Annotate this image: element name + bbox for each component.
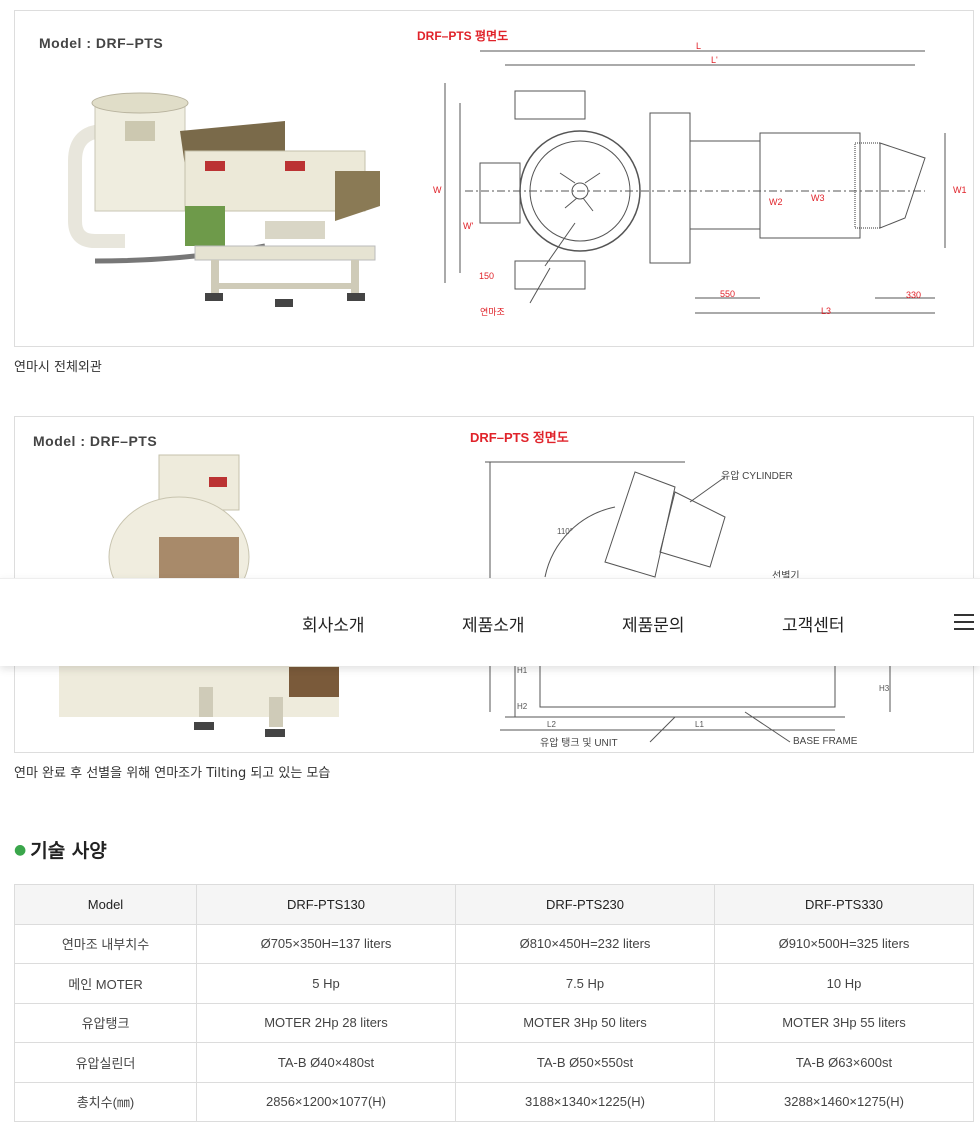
- dim-550: 550: [720, 289, 735, 299]
- table-row: 유압탱크 MOTER 2Hp 28 liters MOTER 3Hp 50 li…: [14, 1002, 974, 1043]
- table-cell: 7.5 Hp: [455, 963, 715, 1004]
- caption-tilting: 연마 완료 후 선별을 위해 연마조가 Tilting 되고 있는 모습: [14, 766, 331, 781]
- nav-item-support[interactable]: 고객센터: [782, 616, 845, 636]
- table-cell: 10 Hp: [714, 963, 974, 1004]
- dim-L2: L2: [547, 720, 556, 729]
- dim-L1: L1: [695, 720, 704, 729]
- table-cell: Ø910×500H=325 liters: [714, 923, 974, 964]
- row-label: 메인 MOTER: [14, 963, 197, 1004]
- dim-H2: H2: [517, 702, 528, 711]
- dim-150: 150: [479, 271, 494, 281]
- spec-table: Model DRF-PTS130 DRF-PTS230 DRF-PTS330 연…: [14, 884, 974, 1122]
- unit-label: 유압 탱크 및 UNIT: [540, 736, 618, 749]
- table-row: 유압실린더 TA-B Ø40×480st TA-B Ø50×550st TA-B…: [14, 1042, 974, 1083]
- dim-W1: W1: [953, 185, 967, 195]
- drawing-title: DRF–PTS 평면도: [417, 29, 509, 43]
- table-cell: MOTER 3Hp 50 liters: [455, 1002, 715, 1043]
- table-cell: 3288×1460×1275(H): [714, 1081, 974, 1122]
- dim-H3: H3: [879, 684, 890, 693]
- section-title: ●기술 사양: [14, 840, 107, 862]
- row-label: 유압탱크: [14, 1002, 197, 1043]
- row-label: 연마조 내부치수: [14, 923, 197, 964]
- front-drawing: 유압 CYLINDER 선별기 110° 유압 탱크 및 UNIT BASE F…: [485, 461, 891, 749]
- table-cell: MOTER 2Hp 28 liters: [196, 1002, 456, 1043]
- caption-exterior: 연마시 전체외관: [14, 360, 102, 375]
- table-cell: TA-B Ø40×480st: [196, 1042, 456, 1083]
- cylinder-label: 유압 CYLINDER: [721, 469, 793, 482]
- table-cell: TA-B Ø63×600st: [714, 1042, 974, 1083]
- dim-W-prime: W': [463, 221, 473, 231]
- dim-L3: L3: [821, 306, 831, 316]
- model-label: Model : DRF–PTS: [39, 35, 164, 51]
- machine-photo: [68, 92, 380, 307]
- model-label: Model : DRF–PTS: [33, 433, 158, 449]
- drawing-title: DRF–PTS 정면도: [470, 430, 569, 445]
- table-header-row: Model DRF-PTS130 DRF-PTS230 DRF-PTS330: [14, 884, 974, 925]
- hamburger-menu-icon[interactable]: [954, 614, 974, 630]
- table-cell: Ø705×350H=137 liters: [196, 923, 456, 964]
- header-cell: DRF-PTS330: [714, 884, 974, 925]
- row-label: 유압실린더: [14, 1042, 197, 1083]
- table-cell: MOTER 3Hp 55 liters: [714, 1002, 974, 1043]
- nav-item-products[interactable]: 제품소개: [462, 616, 525, 636]
- table-row: 메인 MOTER 5 Hp 7.5 Hp 10 Hp: [14, 963, 974, 1004]
- bullet-icon: ●: [14, 842, 27, 858]
- dim-330: 330: [906, 290, 921, 300]
- main-nav: 회사소개 제품소개 제품문의 고객센터: [0, 578, 980, 666]
- table-cell: Ø810×450H=232 liters: [455, 923, 715, 964]
- header-cell: Model: [14, 884, 197, 925]
- header-cell: DRF-PTS130: [196, 884, 456, 925]
- dim-L: L: [696, 41, 701, 51]
- dim-W3: W3: [811, 193, 825, 203]
- dim-L-prime: L': [711, 55, 718, 65]
- table-cell: TA-B Ø50×550st: [455, 1042, 715, 1083]
- angle-label: 110°: [557, 527, 573, 536]
- header-cell: DRF-PTS230: [455, 884, 715, 925]
- table-row: 연마조 내부치수 Ø705×350H=137 liters Ø810×450H=…: [14, 923, 974, 964]
- figure-plan-view: Model : DRF–PTS DRF–PTS 평면도: [14, 10, 974, 347]
- dim-W: W: [433, 185, 442, 195]
- plan-drawing: L L' W W' W1 W2 W3 150 550 330 L3 연마조: [433, 41, 967, 317]
- dim-H1: H1: [517, 666, 528, 675]
- table-cell: 3188×1340×1225(H): [455, 1081, 715, 1122]
- tank-label: 연마조: [480, 307, 505, 317]
- nav-item-inquiry[interactable]: 제품문의: [622, 616, 685, 636]
- table-row: 총치수(㎜) 2856×1200×1077(H) 3188×1340×1225(…: [14, 1081, 974, 1122]
- dim-W2: W2: [769, 197, 783, 207]
- base-frame-label: BASE FRAME: [793, 736, 858, 747]
- table-cell: 2856×1200×1077(H): [196, 1081, 456, 1122]
- table-cell: 5 Hp: [196, 963, 456, 1004]
- row-label: 총치수(㎜): [14, 1081, 197, 1122]
- nav-item-company[interactable]: 회사소개: [302, 616, 365, 636]
